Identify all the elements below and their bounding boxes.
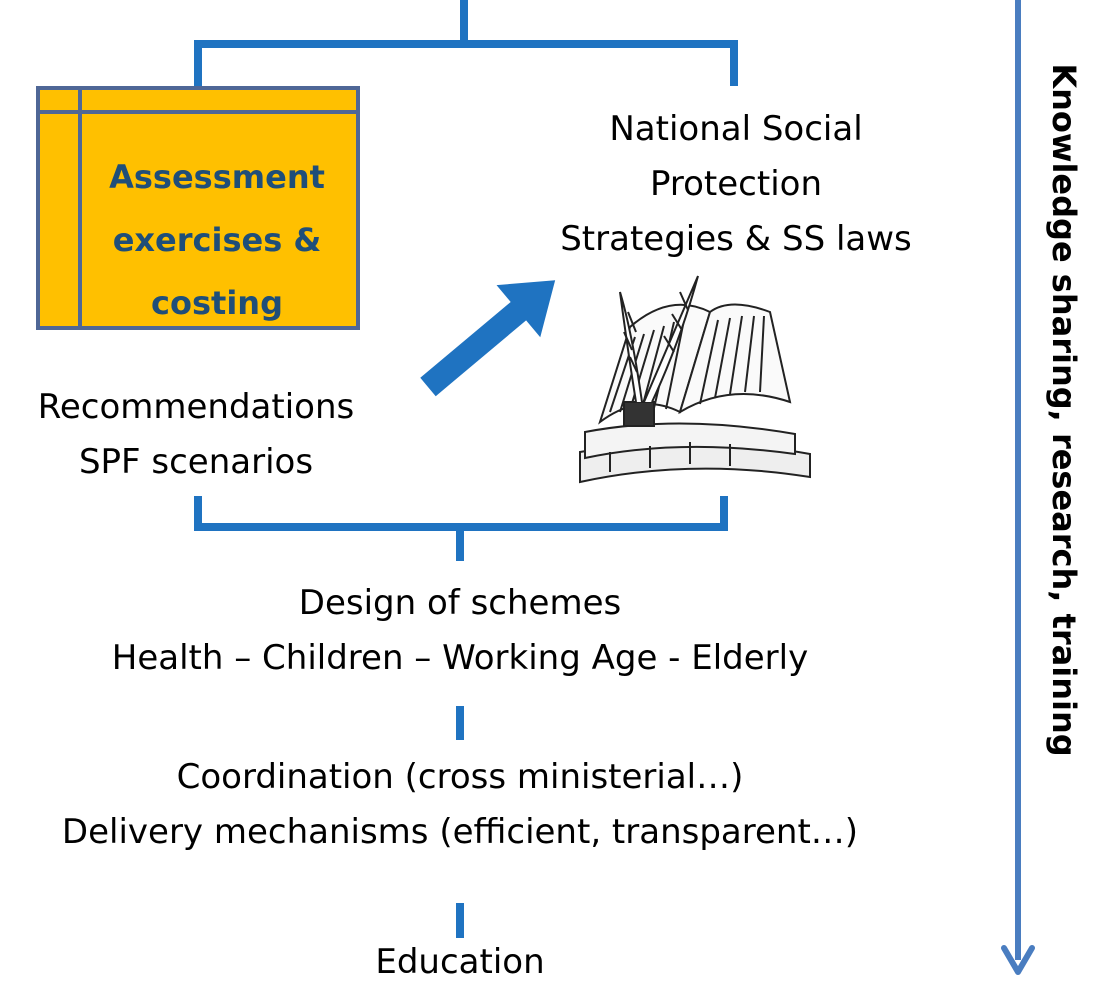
side-axis-label: Knowledge sharing, research, training bbox=[1045, 63, 1083, 757]
top-bracket bbox=[194, 40, 738, 86]
design-text: Design of schemes Health – Children – Wo… bbox=[30, 576, 890, 686]
box-horizontal-divider bbox=[40, 110, 356, 114]
assessment-line-3: costing bbox=[151, 284, 283, 322]
assessment-box: Assessment exercises & costing bbox=[36, 86, 360, 330]
middle-bracket bbox=[194, 496, 728, 531]
assessment-line-1: Assessment bbox=[109, 158, 325, 196]
national-strategy-line-3: Strategies & SS laws bbox=[560, 219, 912, 259]
recommendations-text: Recommendations SPF scenarios bbox=[6, 380, 386, 490]
progress-arrow bbox=[420, 280, 556, 397]
box-vertical-divider bbox=[78, 90, 82, 326]
recommendations-line-2: SPF scenarios bbox=[78, 442, 314, 482]
recommendations-line-1: Recommendations bbox=[37, 387, 355, 427]
national-strategy-line-2: Protection bbox=[649, 164, 822, 204]
coordination-line-2: Delivery mechanisms (efficient, transpar… bbox=[61, 812, 859, 852]
side-axis-arrowhead bbox=[1001, 945, 1035, 975]
assessment-label: Assessment exercises & costing bbox=[84, 146, 350, 335]
education-text: Education bbox=[375, 942, 545, 982]
coordination-line-1: Coordination (cross ministerial…) bbox=[176, 757, 744, 797]
coordination-text: Coordination (cross ministerial…) Delive… bbox=[0, 750, 920, 860]
design-line-1: Design of schemes bbox=[298, 583, 622, 623]
national-strategy-line-1: National Social bbox=[609, 109, 863, 149]
assessment-line-2: exercises & bbox=[112, 221, 322, 259]
national-strategy-text: National Social Protection Strategies & … bbox=[536, 102, 936, 267]
design-line-2: Health – Children – Working Age - Elderl… bbox=[111, 638, 809, 678]
book-with-quills-icon bbox=[579, 275, 811, 484]
